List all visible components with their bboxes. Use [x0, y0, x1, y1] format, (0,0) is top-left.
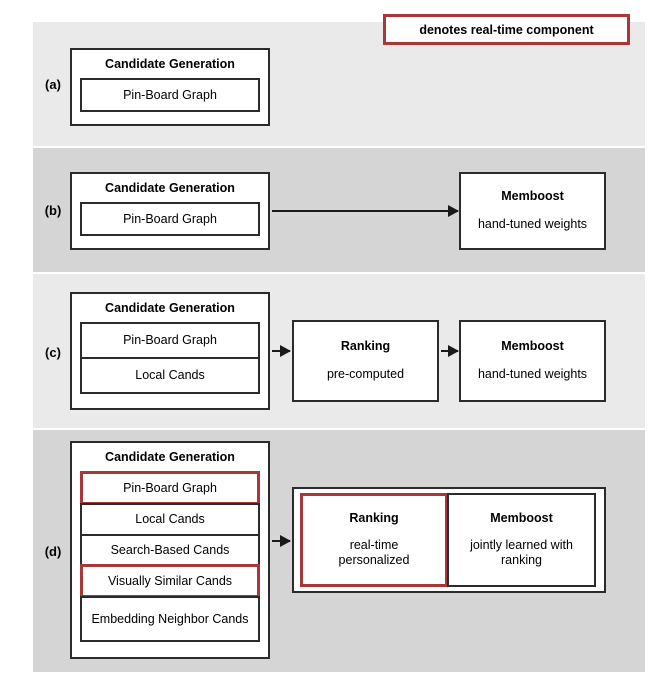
- memboost-box-b: Memboost hand-tuned weights: [459, 172, 606, 250]
- ranking-title-d: Ranking: [349, 511, 399, 526]
- candidate-cell-search-based-cands-d: Search-Based Cands: [80, 534, 260, 568]
- candidate-generation-title-c: Candidate Generation: [105, 301, 235, 315]
- arrow-cg-to-memboost-b: [272, 205, 459, 217]
- candidate-cell-pin-board-graph-a: Pin-Board Graph: [80, 78, 260, 113]
- ranking-box-d: Ranking real-time personalized: [300, 493, 448, 587]
- candidate-generation-box-c: Candidate Generation Pin-Board Graph Loc…: [70, 292, 270, 410]
- candidate-generation-title-a: Candidate Generation: [105, 57, 235, 71]
- candidate-cell-embedding-neighbor-cands-d: Embedding Neighbor Cands: [80, 596, 260, 643]
- memboost-subtitle-d: jointly learned with ranking: [470, 537, 573, 568]
- candidate-cell-pin-board-graph-c: Pin-Board Graph: [80, 322, 260, 360]
- row-label-a: (a): [45, 77, 61, 92]
- candidate-generation-box-d: Candidate Generation Pin-Board Graph Loc…: [70, 441, 270, 659]
- row-label-d: (d): [44, 544, 62, 559]
- memboost-box-d: Memboost jointly learned with ranking: [447, 493, 596, 587]
- candidate-cell-visually-similar-cands-d: Visually Similar Cands: [80, 564, 260, 599]
- candidate-cell-pin-board-graph-b: Pin-Board Graph: [80, 202, 260, 237]
- memboost-box-c: Memboost hand-tuned weights: [459, 320, 606, 402]
- ranking-title-c: Ranking: [340, 339, 391, 353]
- ranking-subtitle-d: real-time personalized: [338, 537, 410, 568]
- arrow-cg-to-ranking-d: [272, 535, 291, 547]
- candidate-generation-box-a: Candidate Generation Pin-Board Graph: [70, 48, 270, 126]
- row-label-c: (c): [45, 345, 61, 360]
- candidate-cell-local-cands-d: Local Cands: [80, 503, 260, 537]
- arrow-ranking-to-memboost-c: [441, 345, 459, 357]
- ranking-subtitle-c: pre-computed: [326, 367, 405, 382]
- memboost-subtitle-c: hand-tuned weights: [477, 367, 588, 382]
- ranking-box-c: Ranking pre-computed: [292, 320, 439, 402]
- candidate-cell-pin-board-graph-d: Pin-Board Graph: [80, 471, 260, 506]
- memboost-subtitle-b: hand-tuned weights: [477, 217, 588, 232]
- arrow-cg-to-ranking-c: [272, 345, 291, 357]
- memboost-title-b: Memboost: [501, 189, 564, 203]
- candidate-generation-box-b: Candidate Generation Pin-Board Graph: [70, 172, 270, 250]
- row-label-b: (b): [44, 203, 62, 218]
- candidate-generation-title-b: Candidate Generation: [105, 181, 235, 195]
- legend-realtime: denotes real-time component: [383, 14, 630, 45]
- candidate-cell-local-cands-c: Local Cands: [80, 357, 260, 395]
- candidate-generation-title-d: Candidate Generation: [105, 450, 235, 464]
- memboost-title-d: Memboost: [490, 511, 553, 526]
- memboost-title-c: Memboost: [501, 339, 564, 353]
- legend-label: denotes real-time component: [419, 22, 594, 37]
